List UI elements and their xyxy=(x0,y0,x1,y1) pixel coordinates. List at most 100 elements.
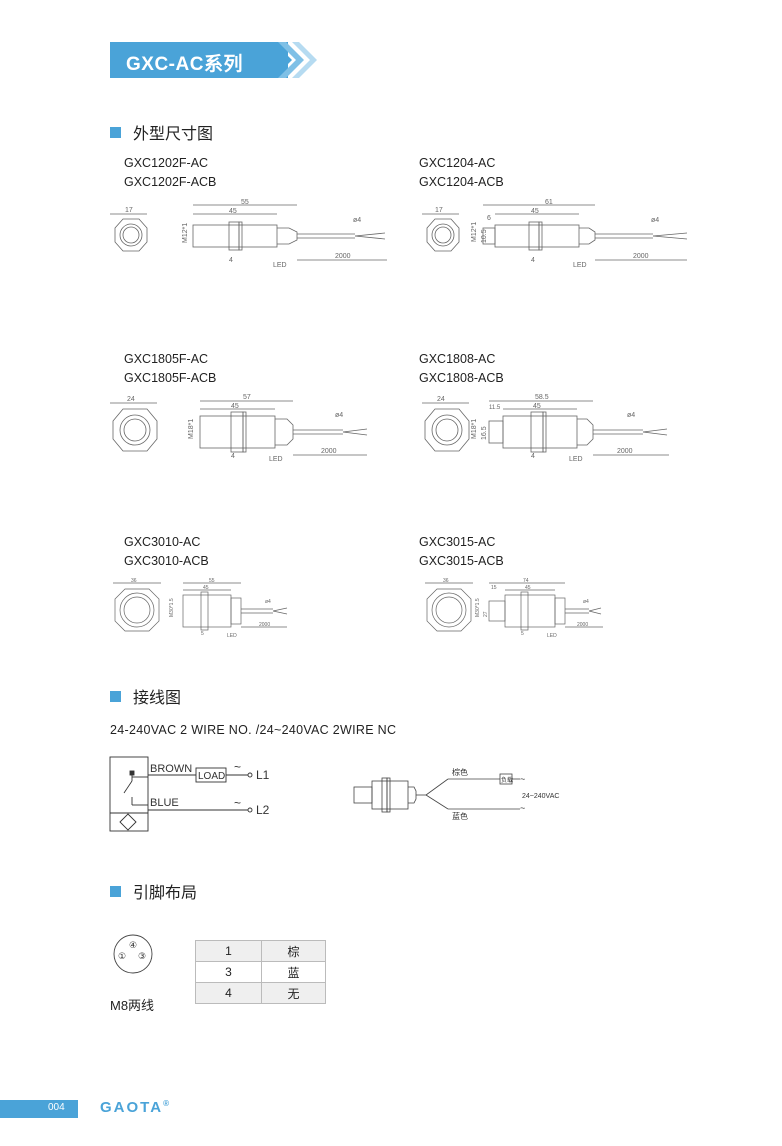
connector-type-label: M8两线 xyxy=(110,998,155,1013)
svg-text:M18*1: M18*1 xyxy=(471,419,478,439)
svg-text:11.5: 11.5 xyxy=(489,405,501,411)
wire-color-cell: 棕 xyxy=(261,940,326,962)
svg-text:LED: LED xyxy=(569,456,583,463)
svg-text:蓝色: 蓝色 xyxy=(452,811,468,821)
svg-text:15: 15 xyxy=(491,585,497,591)
pin-number-cell: 4 xyxy=(195,982,262,1004)
svg-text:45: 45 xyxy=(231,403,239,410)
dimension-drawing-6: 36 74 15 45 ø4 M30*1.5 27 5 LED 2000 xyxy=(425,578,603,639)
brand-logo: GAOTA® xyxy=(100,1099,171,1116)
svg-text:2000: 2000 xyxy=(321,448,337,455)
footer-accent-bar xyxy=(0,1100,78,1118)
svg-text:24: 24 xyxy=(437,396,445,403)
svg-text:~: ~ xyxy=(520,803,525,813)
svg-text:BROWN: BROWN xyxy=(150,763,192,775)
svg-text:5: 5 xyxy=(521,631,524,637)
svg-text:45: 45 xyxy=(229,208,237,215)
svg-text:24~240VAC: 24~240VAC xyxy=(522,793,559,800)
svg-text:ø4: ø4 xyxy=(353,217,361,224)
svg-text:55: 55 xyxy=(209,578,215,584)
svg-text:36: 36 xyxy=(443,578,449,584)
svg-text:4: 4 xyxy=(231,453,235,460)
bullet-square-icon xyxy=(110,885,121,897)
svg-text:ø4: ø4 xyxy=(335,412,343,419)
table-row: 1 棕 xyxy=(195,940,326,962)
svg-text:45: 45 xyxy=(525,585,531,591)
pin-4-marker: ④ xyxy=(129,940,137,950)
pin-1-marker: ① xyxy=(118,951,126,961)
svg-text:4: 4 xyxy=(531,453,535,460)
section-heading-wiring: 接线图 xyxy=(110,684,181,708)
dimension-drawing-4: 24 58.5 11.5 45 ø4 M18*1 16.5 4 LED 2000 xyxy=(422,394,669,463)
svg-text:棕色: 棕色 xyxy=(452,767,468,777)
svg-text:~: ~ xyxy=(520,774,525,784)
table-row: 4 无 xyxy=(195,982,326,1004)
svg-text:36: 36 xyxy=(131,578,137,584)
pin-number-cell: 3 xyxy=(195,961,262,983)
svg-text:58.5: 58.5 xyxy=(535,394,549,401)
pin-3-marker: ③ xyxy=(138,951,146,961)
pin-number-cell: 1 xyxy=(195,940,262,962)
svg-text:M18*1: M18*1 xyxy=(188,419,195,439)
svg-text:LED: LED xyxy=(273,262,287,269)
svg-text:45: 45 xyxy=(531,208,539,215)
page-title: GXC-AC系列 xyxy=(126,54,243,75)
svg-text:ø4: ø4 xyxy=(651,217,659,224)
svg-text:M30*1.5: M30*1.5 xyxy=(475,598,481,617)
svg-text:~: ~ xyxy=(234,760,241,774)
wiring-sensor-diagram: 棕色 蓝色 负载 ~ ~ 24~240VAC xyxy=(353,767,559,821)
svg-text:5: 5 xyxy=(201,631,204,637)
svg-text:2000: 2000 xyxy=(617,448,633,455)
svg-text:LED: LED xyxy=(227,633,237,639)
svg-text:17: 17 xyxy=(435,207,443,214)
svg-text:L2: L2 xyxy=(256,803,270,817)
svg-text:ø4: ø4 xyxy=(627,412,635,419)
section-heading-pinout: 引脚布局 xyxy=(110,879,197,903)
bullet-square-icon xyxy=(110,126,121,138)
svg-text:LED: LED xyxy=(547,633,557,639)
dimension-drawing-2: 17 61 6 45 ø4 M12*1 10.5 4 LED 2000 xyxy=(422,199,688,269)
svg-text:4: 4 xyxy=(531,257,535,264)
svg-text:4: 4 xyxy=(229,257,233,264)
svg-text:ø4: ø4 xyxy=(265,599,271,605)
svg-text:负载: 负载 xyxy=(501,776,513,784)
svg-text:2000: 2000 xyxy=(633,253,649,260)
svg-text:45: 45 xyxy=(533,403,541,410)
header-banner xyxy=(110,42,288,78)
m8-connector-pin-diagram: ④ ① ③ xyxy=(113,934,153,974)
svg-text:M30*1.5: M30*1.5 xyxy=(169,598,175,617)
wire-color-cell: 无 xyxy=(261,982,326,1004)
svg-text:LED: LED xyxy=(573,262,587,269)
svg-text:L1: L1 xyxy=(256,768,270,782)
dimension-drawing-1: 17 55 45 ø4 M12*1 4 LED 2000 xyxy=(110,199,387,269)
svg-text:2000: 2000 xyxy=(577,622,588,628)
svg-text:6: 6 xyxy=(487,215,491,222)
svg-text:16.5: 16.5 xyxy=(481,426,488,440)
svg-text:LOAD: LOAD xyxy=(198,771,225,782)
svg-text:45: 45 xyxy=(203,585,209,591)
svg-text:27: 27 xyxy=(483,611,489,617)
svg-text:74: 74 xyxy=(523,578,529,584)
page-number: 004 xyxy=(48,1102,65,1113)
table-row: 3 蓝 xyxy=(195,961,326,983)
chevron-decoration-icon xyxy=(262,42,317,78)
dimension-drawing-3: 24 57 45 ø4 M18*1 4 LED 2000 xyxy=(110,394,368,463)
svg-text:57: 57 xyxy=(243,394,251,401)
svg-text:10.5: 10.5 xyxy=(481,229,488,243)
wiring-voltage-title: 24-240VAC 2 WIRE NO. /24~240VAC 2WIRE NC xyxy=(110,723,397,737)
svg-text:2000: 2000 xyxy=(335,253,351,260)
svg-text:~: ~ xyxy=(234,796,241,810)
bullet-square-icon xyxy=(110,690,121,702)
svg-text:LED: LED xyxy=(269,456,283,463)
svg-text:M12*1: M12*1 xyxy=(471,222,478,242)
svg-text:2000: 2000 xyxy=(259,622,270,628)
wiring-schematic: BROWN LOAD ~ L1 BLUE ~ L2 xyxy=(109,756,270,832)
section-heading-dimensions: 外型尺寸图 xyxy=(110,120,213,144)
svg-text:61: 61 xyxy=(545,199,553,206)
pin-color-table: 1 棕 3 蓝 4 无 xyxy=(195,940,326,1004)
